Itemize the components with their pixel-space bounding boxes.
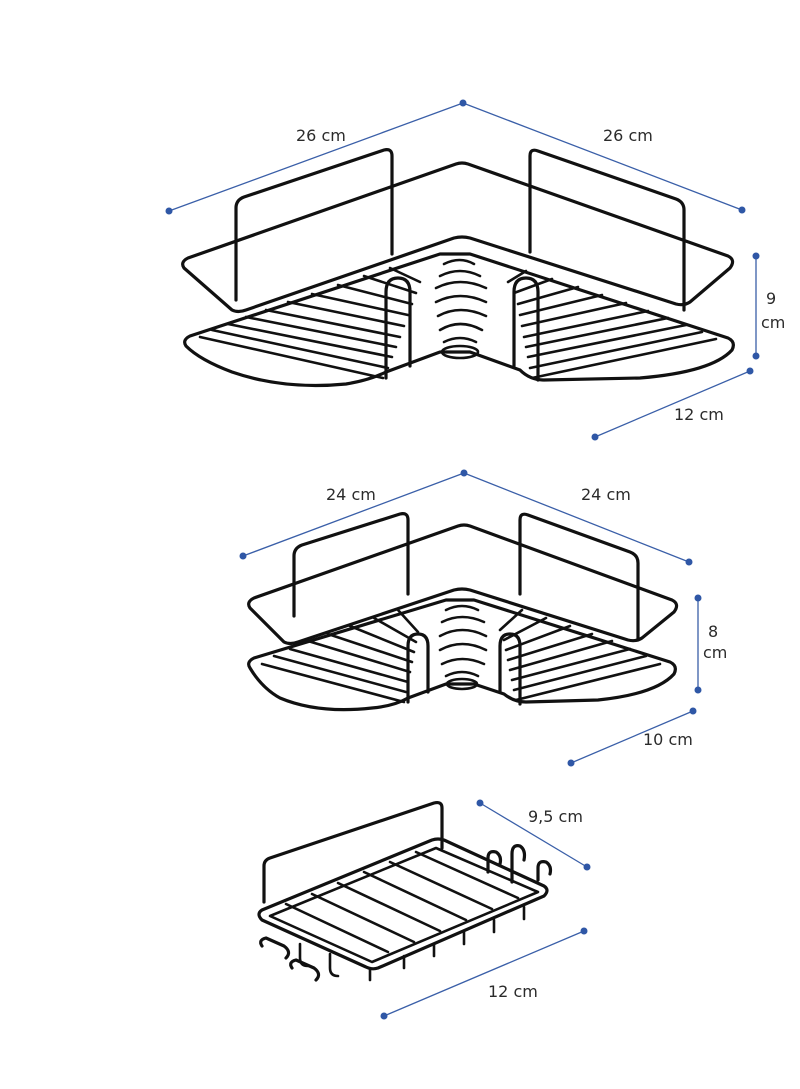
dim-dot [476,799,484,807]
dim-dot [591,433,599,441]
dim-line-medium-depth [570,710,694,764]
label-large-height-value: 9 [766,289,776,308]
dim-dot [746,367,754,375]
shelf-large: 26 cm 26 cm 9 cm 12 cm [165,99,785,441]
label-medium-depth: 10 cm [643,730,693,749]
dim-dot [752,252,760,260]
dim-dot [380,1012,388,1020]
dim-line-large-depth [594,370,751,438]
dim-dot [689,707,697,715]
dim-dot [165,207,173,215]
soap-holder-dimensions [380,799,591,1020]
soap-holder: 9,5 cm 12 cm [257,799,591,1020]
dim-line-large-right-width [462,102,743,211]
dim-line-large-left-width [168,102,464,212]
label-medium-width-left: 24 cm [326,485,376,504]
dim-dot [685,558,693,566]
label-soap-length: 12 cm [488,982,538,1001]
dim-line-soap-width [479,802,588,868]
dim-dot [694,594,702,602]
dim-dot [567,759,575,767]
label-medium-width-right: 24 cm [581,485,631,504]
dim-dot [694,686,702,694]
label-large-depth: 12 cm [674,405,724,424]
dim-dot [752,352,760,360]
dim-dot [460,469,468,477]
shelf-medium: 24 cm 24 cm 8 cm 10 cm [239,469,727,767]
label-large-width-right: 26 cm [603,126,653,145]
dim-dot [583,863,591,871]
shelf-large-illustration [181,148,735,388]
dim-dot [239,552,247,560]
dim-dot [580,927,588,935]
soap-holder-illustration [257,800,553,982]
dim-line-medium-right-width [463,472,690,563]
label-medium-height-value: 8 [708,622,718,641]
dim-line-soap-length [383,930,585,1017]
label-large-width-left: 26 cm [296,126,346,145]
label-medium-height-unit: cm [703,643,727,662]
shelf-medium-illustration [247,512,679,712]
label-soap-width: 9,5 cm [528,807,583,826]
shelf-large-dimensions [165,99,760,441]
shelf-medium-dimensions [239,469,702,767]
dim-dot [459,99,467,107]
dim-line-medium-left-width [242,472,465,557]
label-large-height-unit: cm [761,313,785,332]
dim-dot [738,206,746,214]
